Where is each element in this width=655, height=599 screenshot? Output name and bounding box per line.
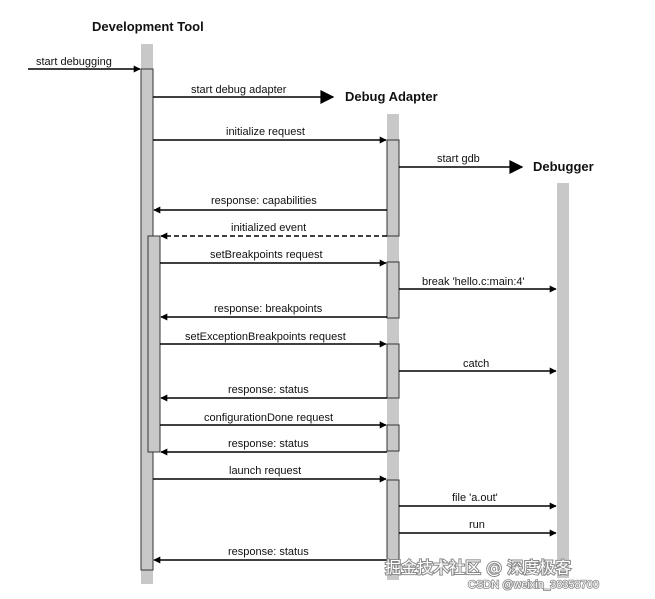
lifeline-debugger [557,183,569,578]
message-label-start-debug-adapter: start debug adapter [191,84,287,96]
activation-debug-adapter-launch [386,479,400,561]
message-label-break-hello: break 'hello.c:main:4' [422,276,525,288]
actor-debug-adapter: Debug Adapter [345,89,438,104]
message-label-initialized-event: initialized event [231,222,306,234]
message-label-response-status-2: response: status [228,438,309,450]
activation-debug-adapter-init [386,139,400,237]
actor-debugger: Debugger [533,159,594,174]
message-label-response-status-3: response: status [228,546,309,558]
message-label-catch: catch [463,358,489,370]
message-label-configuration-done-request: configurationDone request [204,412,333,424]
activation-debug-adapter-config-done [386,424,400,452]
message-label-response-breakpoints: response: breakpoints [214,303,323,315]
message-label-run: run [469,519,485,531]
message-label-set-breakpoints-request: setBreakpoints request [210,249,323,261]
message-label-response-capabilities: response: capabilities [211,195,317,207]
actor-development-tool: Development Tool [92,19,204,34]
activation-debug-adapter-exceptions [386,343,400,399]
message-label-start-debugging: start debugging [36,56,112,68]
message-label-initialize-request: initialize request [226,126,305,138]
message-label-file-a-out: file 'a.out' [452,492,498,504]
message-label-start-gdb: start gdb [437,153,480,165]
message-label-response-status-1: response: status [228,384,309,396]
watermark-sub: CSDN @weixin_38358700 [468,579,599,591]
activation-debug-adapter-breakpoints [386,261,400,319]
message-label-launch-request: launch request [229,465,301,477]
watermark-main: 掘金技术社区 @ 深度极客 [385,558,571,577]
message-label-set-exception-breakpoints-request: setExceptionBreakpoints request [185,331,346,343]
activation-development-tool-config [147,235,161,453]
